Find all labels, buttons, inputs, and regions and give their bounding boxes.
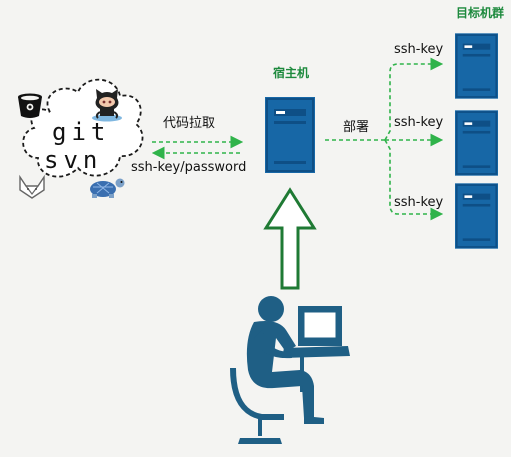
person-at-computer-icon xyxy=(230,296,350,444)
target-cluster-label: 目标机群 xyxy=(456,6,505,20)
svn-turtle-icon xyxy=(90,178,125,198)
github-octocat-icon xyxy=(92,89,122,122)
upload-arrow xyxy=(263,187,317,290)
ssh-key-label-2: ssh-key xyxy=(394,115,444,130)
host-label: 宿主机 xyxy=(273,66,310,80)
target-server-icon-2 xyxy=(455,110,498,176)
ssh-key-label-3: ssh-key xyxy=(394,195,444,210)
svn-label: svn xyxy=(44,146,103,174)
deploy-connector xyxy=(325,57,444,221)
ssh-password-label: ssh-key/password xyxy=(131,160,247,175)
code-pull-label: 代码拉取 xyxy=(163,116,216,131)
bitbucket-icon xyxy=(18,93,42,118)
git-label: git xyxy=(52,118,111,146)
target-server-icon-1 xyxy=(455,33,498,99)
gitlab-fox-icon xyxy=(19,174,45,199)
deploy-label: 部署 xyxy=(343,120,370,135)
ssh-key-label-1: ssh-key xyxy=(394,42,444,57)
target-server-icon-3 xyxy=(455,183,498,249)
host-server-icon xyxy=(265,97,315,173)
